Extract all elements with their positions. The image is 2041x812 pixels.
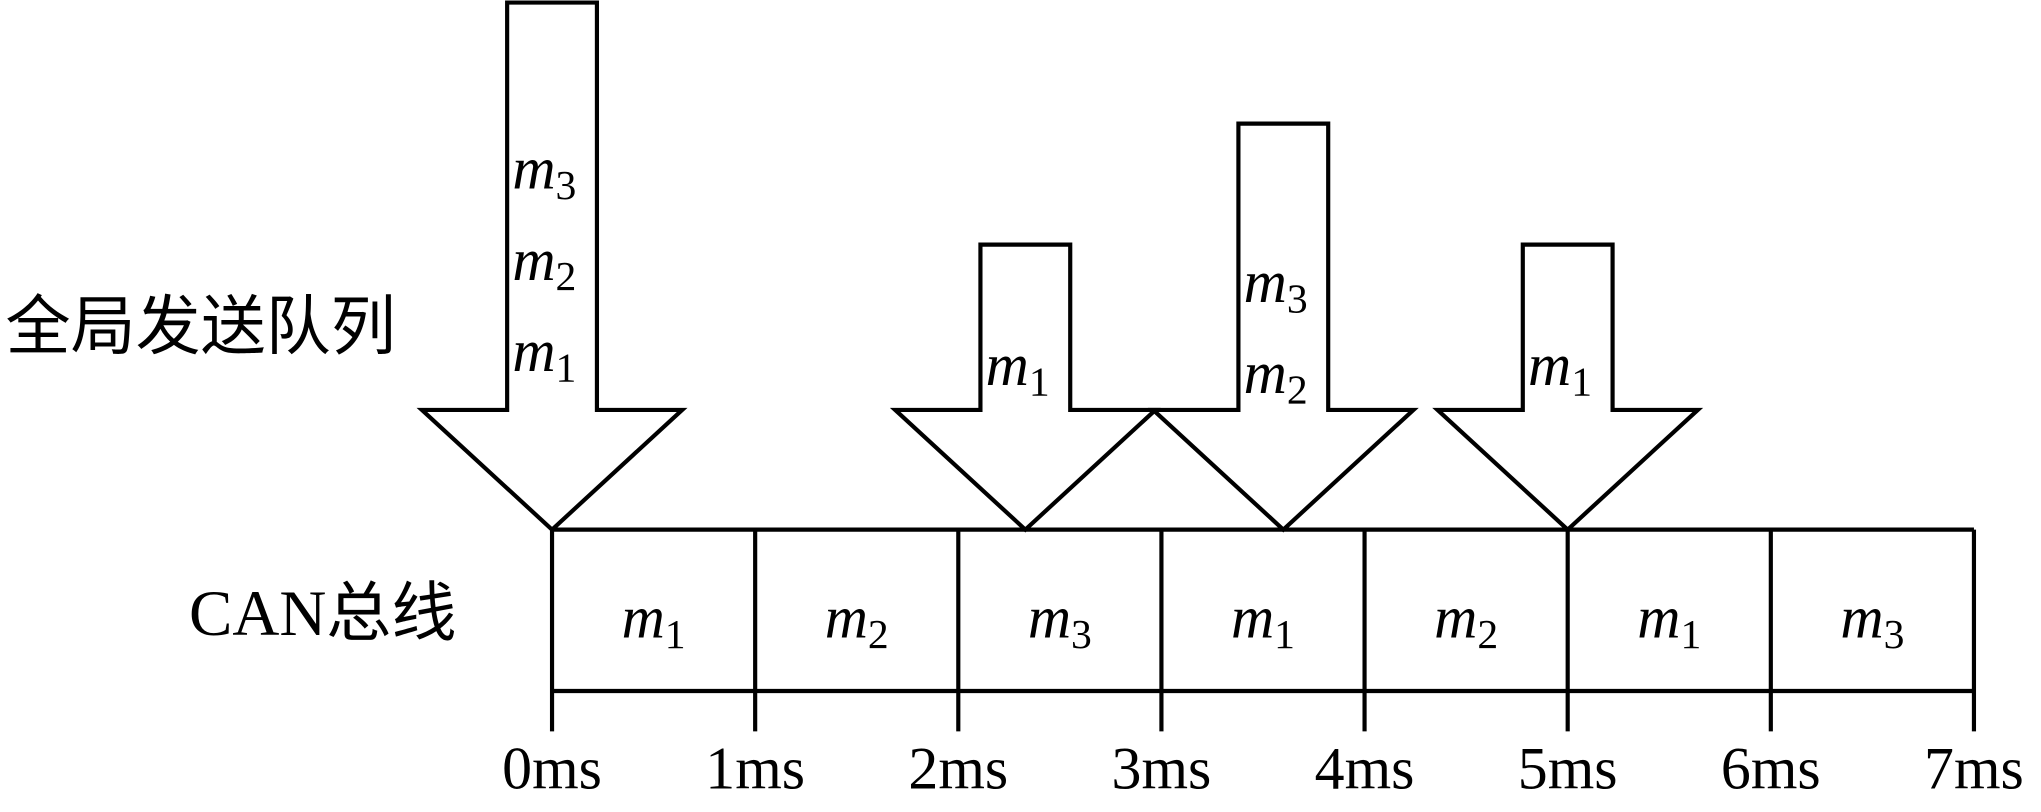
down-arrow-icon: [416, 0, 688, 533]
tick-label: 6ms: [1721, 736, 1821, 802]
message-index: 2: [1287, 367, 1308, 413]
queued-message: m2: [512, 227, 576, 300]
tick-label: 7ms: [1924, 736, 2024, 802]
queued-message: m1: [986, 332, 1050, 405]
bus-label: CAN总线: [189, 578, 456, 650]
message-symbol: m: [1231, 585, 1274, 651]
message-symbol: m: [1637, 585, 1680, 651]
down-arrow-icon: [889, 242, 1161, 533]
tick-label: 3ms: [1112, 736, 1212, 802]
queue-arrow: m1: [1432, 242, 1704, 533]
message-symbol: m: [825, 585, 868, 651]
message-symbol: m: [1528, 332, 1571, 398]
message-symbol: m: [1244, 340, 1287, 406]
tick-label: 2ms: [908, 736, 1008, 802]
bus-slot-message: m3: [1028, 585, 1092, 658]
message-index: 3: [1287, 276, 1308, 322]
message-index: 1: [1274, 612, 1295, 658]
bus-slot-message: m1: [1637, 585, 1701, 658]
message-index: 1: [1571, 360, 1592, 406]
message-index: 3: [1071, 612, 1092, 658]
bus-slot-message: m2: [1434, 585, 1498, 658]
down-arrow-icon: [1432, 242, 1704, 533]
message-index: 2: [1477, 612, 1498, 658]
queued-message: m1: [1528, 332, 1592, 405]
down-arrow-icon: [1147, 121, 1419, 533]
message-index: 2: [868, 612, 889, 658]
message-index: 2: [556, 254, 577, 300]
tick-label: 0ms: [502, 736, 602, 802]
bus-slot-message: m1: [622, 585, 686, 658]
message-index: 1: [665, 612, 686, 658]
queue-label: 全局发送队列: [6, 292, 396, 364]
bus-slot-message: m1: [1231, 585, 1295, 658]
tick-label: 5ms: [1518, 736, 1618, 802]
queued-message: m1: [512, 318, 576, 391]
queued-message: m3: [1244, 249, 1308, 322]
message-symbol: m: [986, 332, 1029, 398]
queue-arrow: m1: [889, 242, 1161, 533]
message-index: 1: [556, 345, 577, 391]
message-index: 3: [556, 163, 577, 209]
message-index: 1: [1680, 612, 1701, 658]
message-symbol: m: [1244, 249, 1287, 315]
queued-message: m3: [512, 136, 576, 209]
message-symbol: m: [1840, 585, 1883, 651]
message-index: 3: [1884, 612, 1905, 658]
message-symbol: m: [1028, 585, 1071, 651]
message-symbol: m: [512, 136, 555, 202]
message-symbol: m: [512, 318, 555, 384]
queued-message: m2: [1244, 340, 1308, 413]
message-symbol: m: [1434, 585, 1477, 651]
tick-label: 4ms: [1315, 736, 1415, 802]
bus-slot-message: m3: [1840, 585, 1904, 658]
message-index: 1: [1029, 360, 1050, 406]
bus-slot-message: m2: [825, 585, 889, 658]
message-symbol: m: [622, 585, 665, 651]
tick-label: 1ms: [705, 736, 805, 802]
message-symbol: m: [512, 227, 555, 293]
